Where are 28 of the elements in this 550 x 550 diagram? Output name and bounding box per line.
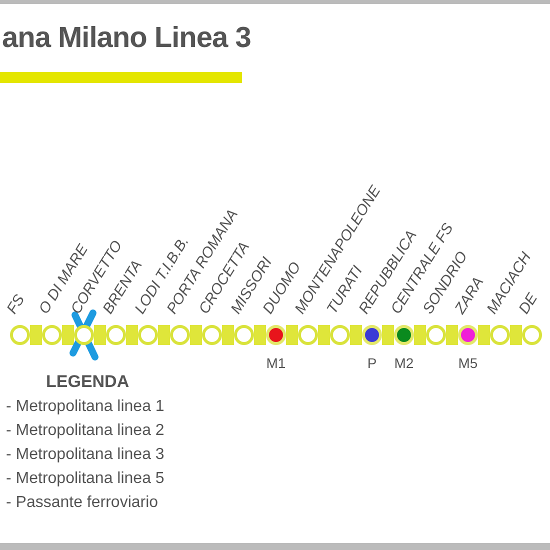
interchange-label: M2 [394,355,414,371]
line-segment [158,325,170,345]
line-segment [478,325,490,345]
line-segment [318,325,330,345]
legend-text: - Metropolitana linea 3 [6,446,164,464]
line-segment [382,325,394,345]
interchange-label: M5 [458,355,478,371]
line-segment [254,325,266,345]
line-segment [94,325,106,345]
interchange-label: M1 [266,355,286,371]
station-name: FS [4,292,28,317]
interchange-label: P [367,355,377,371]
line-segment [446,325,458,345]
title: ana Milano Linea 3 [2,22,251,55]
line-segment [510,325,522,345]
legend-text: - Passante ferroviario [6,494,158,512]
line-segment [222,325,234,345]
legend-text: - Metropolitana linea 2 [6,422,164,440]
line-segment [30,325,42,345]
legend-heading: LEGENDA [46,372,130,392]
line-segment [62,325,74,345]
line-segment [286,325,298,345]
legend-text: - Metropolitana linea 5 [6,470,164,488]
legend-text: - Metropolitana linea 1 [6,398,164,416]
line-segment [190,325,202,345]
line-segment [414,325,426,345]
line-segment [126,325,138,345]
line-segment [350,325,362,345]
